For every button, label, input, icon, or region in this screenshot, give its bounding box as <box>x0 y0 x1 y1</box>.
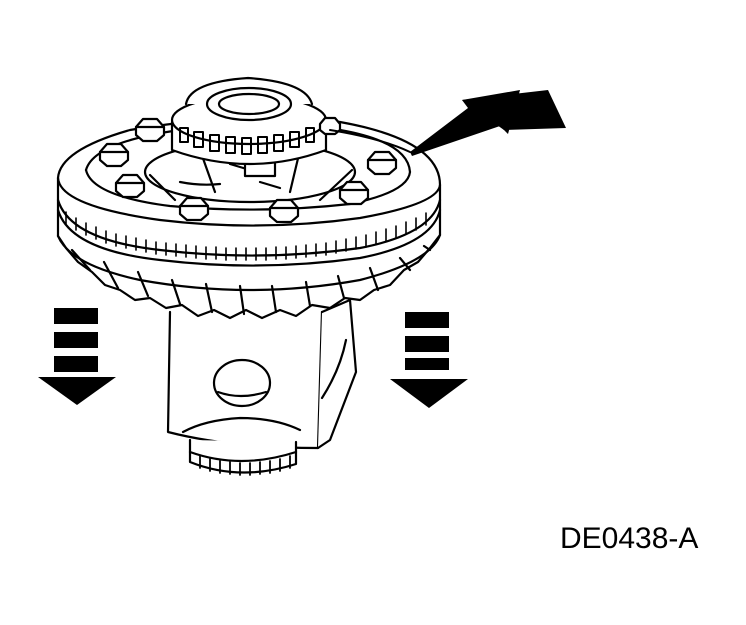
right-down-arrow <box>390 312 468 408</box>
dashed-down-arrow-icon <box>405 358 449 370</box>
case-window <box>212 358 272 408</box>
top-bearing <box>170 76 328 166</box>
figure-id-label: DE0438-A <box>560 522 699 555</box>
bolt <box>114 173 146 199</box>
bolt <box>98 142 130 168</box>
ring-gear-bolts <box>98 116 398 224</box>
bolt <box>178 196 210 222</box>
push-arrow <box>410 90 566 156</box>
gear-ring-serrations <box>65 211 427 261</box>
bolt <box>338 180 370 206</box>
bolt <box>366 150 398 176</box>
bolt <box>134 117 166 143</box>
dashed-down-arrow-icon <box>54 356 98 372</box>
bottom-bearing <box>188 438 298 476</box>
left-down-arrow <box>38 308 116 405</box>
bolt <box>268 198 300 224</box>
differential-case <box>166 298 358 450</box>
